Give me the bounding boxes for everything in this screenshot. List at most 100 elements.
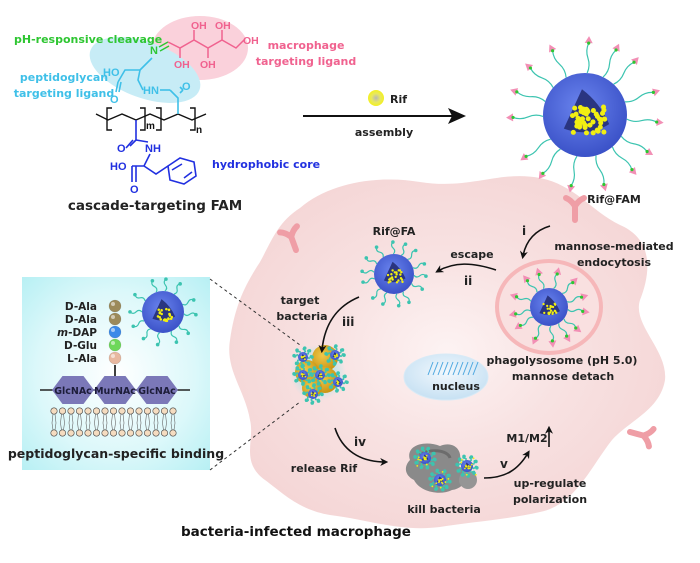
lipid-tail: [153, 413, 159, 431]
rif-label: Rif: [390, 93, 407, 106]
rif-dot: [170, 315, 174, 319]
rif-fa-label: Rif@FA: [373, 225, 416, 238]
bound-nanoparticle: [302, 383, 324, 405]
peg-chain: [542, 148, 561, 174]
step-i-label-1: mannose-mediated: [554, 240, 673, 253]
peg-chain: [613, 61, 635, 85]
released-rif-dot: [431, 485, 434, 488]
released-rif-dot: [441, 482, 444, 485]
peg-chain: [182, 298, 194, 306]
polymer-backbone: [95, 107, 207, 131]
rif-dot: [572, 105, 578, 111]
rif-dot: [335, 353, 338, 356]
step-ii-label: escape: [450, 248, 493, 261]
amino-acid-bead: [108, 351, 122, 365]
rif-dot: [158, 315, 162, 319]
ligand-tip: [474, 459, 478, 464]
assembly-label: assembly: [355, 126, 413, 139]
rif-dot: [543, 311, 546, 315]
ligand-tip: [318, 386, 322, 390]
phagolysosome-nanoparticle: [508, 267, 590, 348]
ligand-tip: [345, 380, 349, 385]
step-iii-numeral: iii: [342, 315, 354, 329]
released-rif-dot: [435, 482, 438, 485]
mannose-ligand-icon: [656, 118, 664, 127]
step-ii-numeral: ii: [464, 274, 472, 288]
dna-strands: [427, 361, 479, 376]
lipid-tail: [119, 413, 125, 431]
rif-fa-nanoparticle: [360, 240, 428, 308]
rif-dot: [467, 467, 470, 469]
lipid-head: [93, 407, 101, 415]
dna-strand: [472, 361, 479, 376]
atom-o2-blue: O: [130, 184, 139, 196]
ligand-tip: [306, 362, 311, 366]
rif-dot: [551, 305, 555, 309]
ligand-tip: [391, 240, 395, 244]
step-labels: i mannose-mediated endocytosis escape ii…: [276, 224, 673, 516]
ligand-tip: [456, 469, 461, 473]
mannose-ligand-icon: [538, 171, 547, 180]
peg-chain: [375, 247, 384, 258]
mannose-ligand-bonds: [167, 30, 245, 58]
released-rif-dot: [444, 481, 447, 483]
rif-dot: [569, 113, 576, 119]
arrow-step-iii: [318, 296, 360, 354]
bound-nanoparticle: [428, 468, 452, 492]
rif-dot: [320, 373, 323, 376]
rif-dot: [546, 304, 549, 307]
amino-acid-bead: [108, 325, 122, 339]
ligand-tip: [308, 367, 313, 372]
ligand-tip: [419, 465, 424, 470]
ligand-tip: [330, 373, 335, 377]
rif-dot: [167, 317, 170, 321]
lipid-head: [127, 429, 135, 437]
rif-dot: [304, 375, 307, 378]
mannose-ligand-icon: [573, 324, 582, 333]
lipid-head: [152, 407, 160, 415]
ligand-tip: [133, 292, 137, 297]
peg-chain: [595, 155, 605, 185]
released-rif-dot: [465, 473, 468, 476]
rif-dot: [590, 119, 596, 125]
zoom-guide-top: [209, 278, 301, 346]
ligand-tip: [460, 473, 465, 477]
linker-dot: [518, 323, 523, 328]
linker-dot: [541, 171, 545, 175]
lipid-head: [118, 407, 126, 415]
rif-dot: [598, 120, 604, 126]
released-rif-dot: [425, 454, 428, 457]
ligand-tip: [343, 374, 347, 379]
released-rif-dot: [470, 463, 473, 466]
mannose-ligand-icon: [548, 340, 557, 348]
ligand-tip: [320, 392, 324, 397]
assembly-arrowhead-icon: [448, 108, 466, 124]
ligand-tip: [194, 312, 198, 317]
mannose-ligand-icon: [645, 148, 654, 156]
ligand-tip: [457, 457, 462, 462]
ligand-tip: [455, 462, 459, 467]
mannose-ligand-icon: [580, 293, 589, 302]
linker-dot: [514, 312, 518, 316]
lipid-tail: [77, 413, 82, 431]
released-rif-dot: [469, 465, 472, 468]
peg-chain: [553, 273, 558, 290]
ligand-tip: [323, 380, 327, 385]
lipid-tail: [85, 413, 91, 431]
peptide-label: L-Ala: [67, 353, 97, 365]
rif-dot: [157, 308, 161, 311]
released-rif-dot: [418, 456, 420, 459]
rif-dot: [301, 375, 304, 378]
peg-chain: [413, 273, 427, 278]
ligand-tip: [155, 342, 160, 347]
peptide-rest: -DAP: [68, 327, 97, 339]
mannose-ligand-icon: [563, 334, 571, 343]
ligand-tip: [178, 282, 182, 286]
released-rif-dot: [441, 470, 444, 473]
phagolysosome-label-1: phagolysosome (pH 5.0): [487, 354, 638, 367]
ligand-tip: [292, 372, 296, 376]
peg-chain: [372, 288, 381, 299]
peg-chain: [549, 325, 555, 342]
rif-dot: [601, 129, 607, 135]
